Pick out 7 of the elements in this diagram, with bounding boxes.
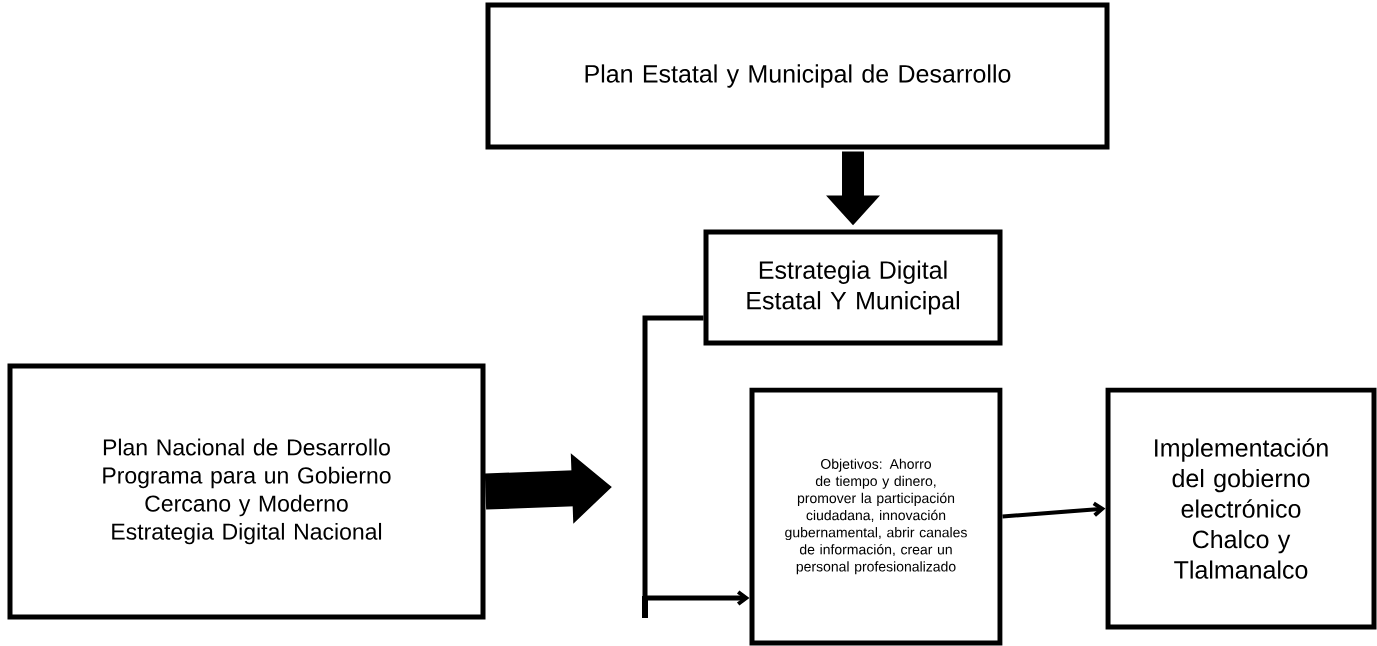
process-box: Plan Nacional de Desarrollo Programa para un Gobierno Cercano y Moderno Estrategia Digital Nacional [7, 363, 486, 620]
process-box: Estrategia Digital Estatal Y Municipal [703, 229, 1003, 346]
process-box: Implementación del gobierno electrónico Chalco y Tlalmanalco [1105, 387, 1377, 630]
process-box: Objetivos: Ahorro de tiempo y dinero, promover la participación ciudadana, innovación gubernamental, abrir canales de información, crear un personal profesionalizado [749, 387, 1003, 646]
arrow [642, 315, 750, 618]
arrow [1002, 501, 1106, 519]
process-box: Plan Estatal y Municipal de Desarrollo [485, 2, 1110, 150]
